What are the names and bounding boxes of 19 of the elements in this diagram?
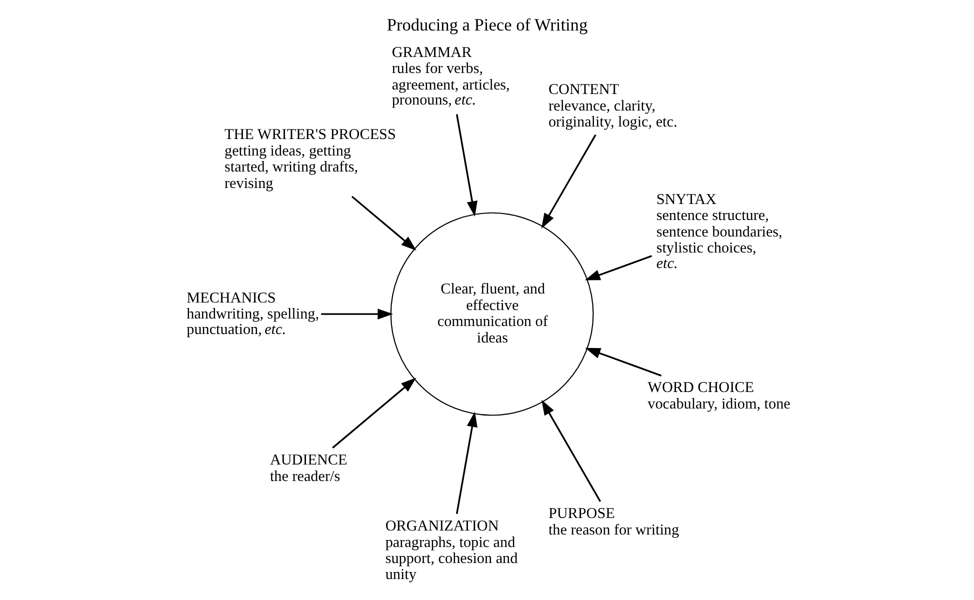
node-text: MECHANICS handwriting, spelling, punctuation, etc. xyxy=(186,290,318,338)
arrow xyxy=(540,134,596,229)
arrow xyxy=(541,400,601,502)
arrow xyxy=(455,412,477,514)
node-text: GRAMMAR rules for verbs, agreement, articles, pronouns, etc. xyxy=(391,44,510,109)
node-text: ORGANIZATION paragraphs, topic and support, cohesion and unity xyxy=(384,518,518,584)
arrow xyxy=(455,114,477,217)
arrow xyxy=(320,308,393,320)
arrow xyxy=(350,196,416,251)
node-text: AUDIENCE the reader/s xyxy=(269,452,347,485)
node-text: THE WRITER'S PROCESS getting ideas, getting started, writing drafts, revising xyxy=(224,127,396,192)
node-text: SNYTAX sentence structure, sentence boundaries, stylistic choices, etc. xyxy=(656,192,782,272)
diagram-title: Producing a Piece of Writing xyxy=(386,16,588,35)
node-text: PURPOSE the reason for writing xyxy=(548,506,679,538)
arrow xyxy=(332,378,416,448)
node-text: CONTENT relevance, clarity, originality, logic, etc. xyxy=(548,82,677,131)
arrow xyxy=(584,255,652,280)
arrow xyxy=(584,348,662,376)
node-text: WORD CHOICE vocabulary, idiom, tone xyxy=(647,380,790,412)
